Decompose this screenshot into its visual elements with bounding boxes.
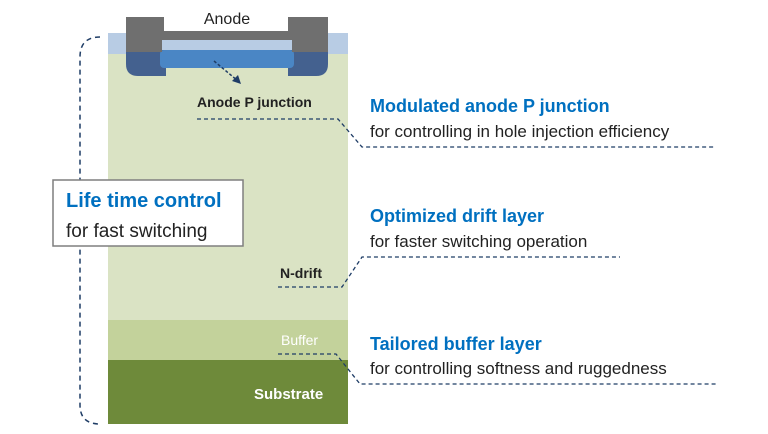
life-time-control-box bbox=[52, 179, 244, 247]
callout-drift-subtitle: for faster switching operation bbox=[370, 232, 587, 251]
arrow-head-icon bbox=[232, 75, 241, 84]
callout-anode-title: Modulated anode P junction bbox=[370, 96, 610, 116]
substrate-label: Substrate bbox=[254, 386, 323, 403]
callout-anode-subtitle: for controlling in hole injection effici… bbox=[370, 122, 670, 141]
p-well-left bbox=[126, 50, 166, 76]
callout-drift-title: Optimized drift layer bbox=[370, 206, 544, 226]
buffer-label: Buffer bbox=[281, 332, 318, 348]
anode-metal-contact bbox=[126, 17, 328, 52]
n-drift-label: N-drift bbox=[280, 265, 322, 281]
buffer-leader bbox=[278, 353, 716, 385]
p-junction-arrow bbox=[213, 60, 239, 82]
callout-buffer-title: Tailored buffer layer bbox=[370, 334, 542, 354]
callout-buffer-subtitle: for controlling softness and ruggedness bbox=[370, 359, 667, 378]
p-junction-layer bbox=[160, 50, 294, 68]
anode-label: Anode bbox=[204, 11, 250, 28]
anode-p-junction-leader bbox=[197, 118, 716, 148]
buffer-region bbox=[108, 320, 348, 360]
p-well-right bbox=[288, 50, 328, 76]
n-drift-leader bbox=[278, 256, 620, 288]
substrate-region bbox=[108, 360, 348, 424]
anode-p-junction-label: Anode P junction bbox=[197, 94, 312, 110]
life-time-control-title: Life time control bbox=[66, 190, 222, 212]
life-time-bracket bbox=[79, 36, 101, 425]
life-time-control-subtitle: for fast switching bbox=[66, 221, 208, 242]
